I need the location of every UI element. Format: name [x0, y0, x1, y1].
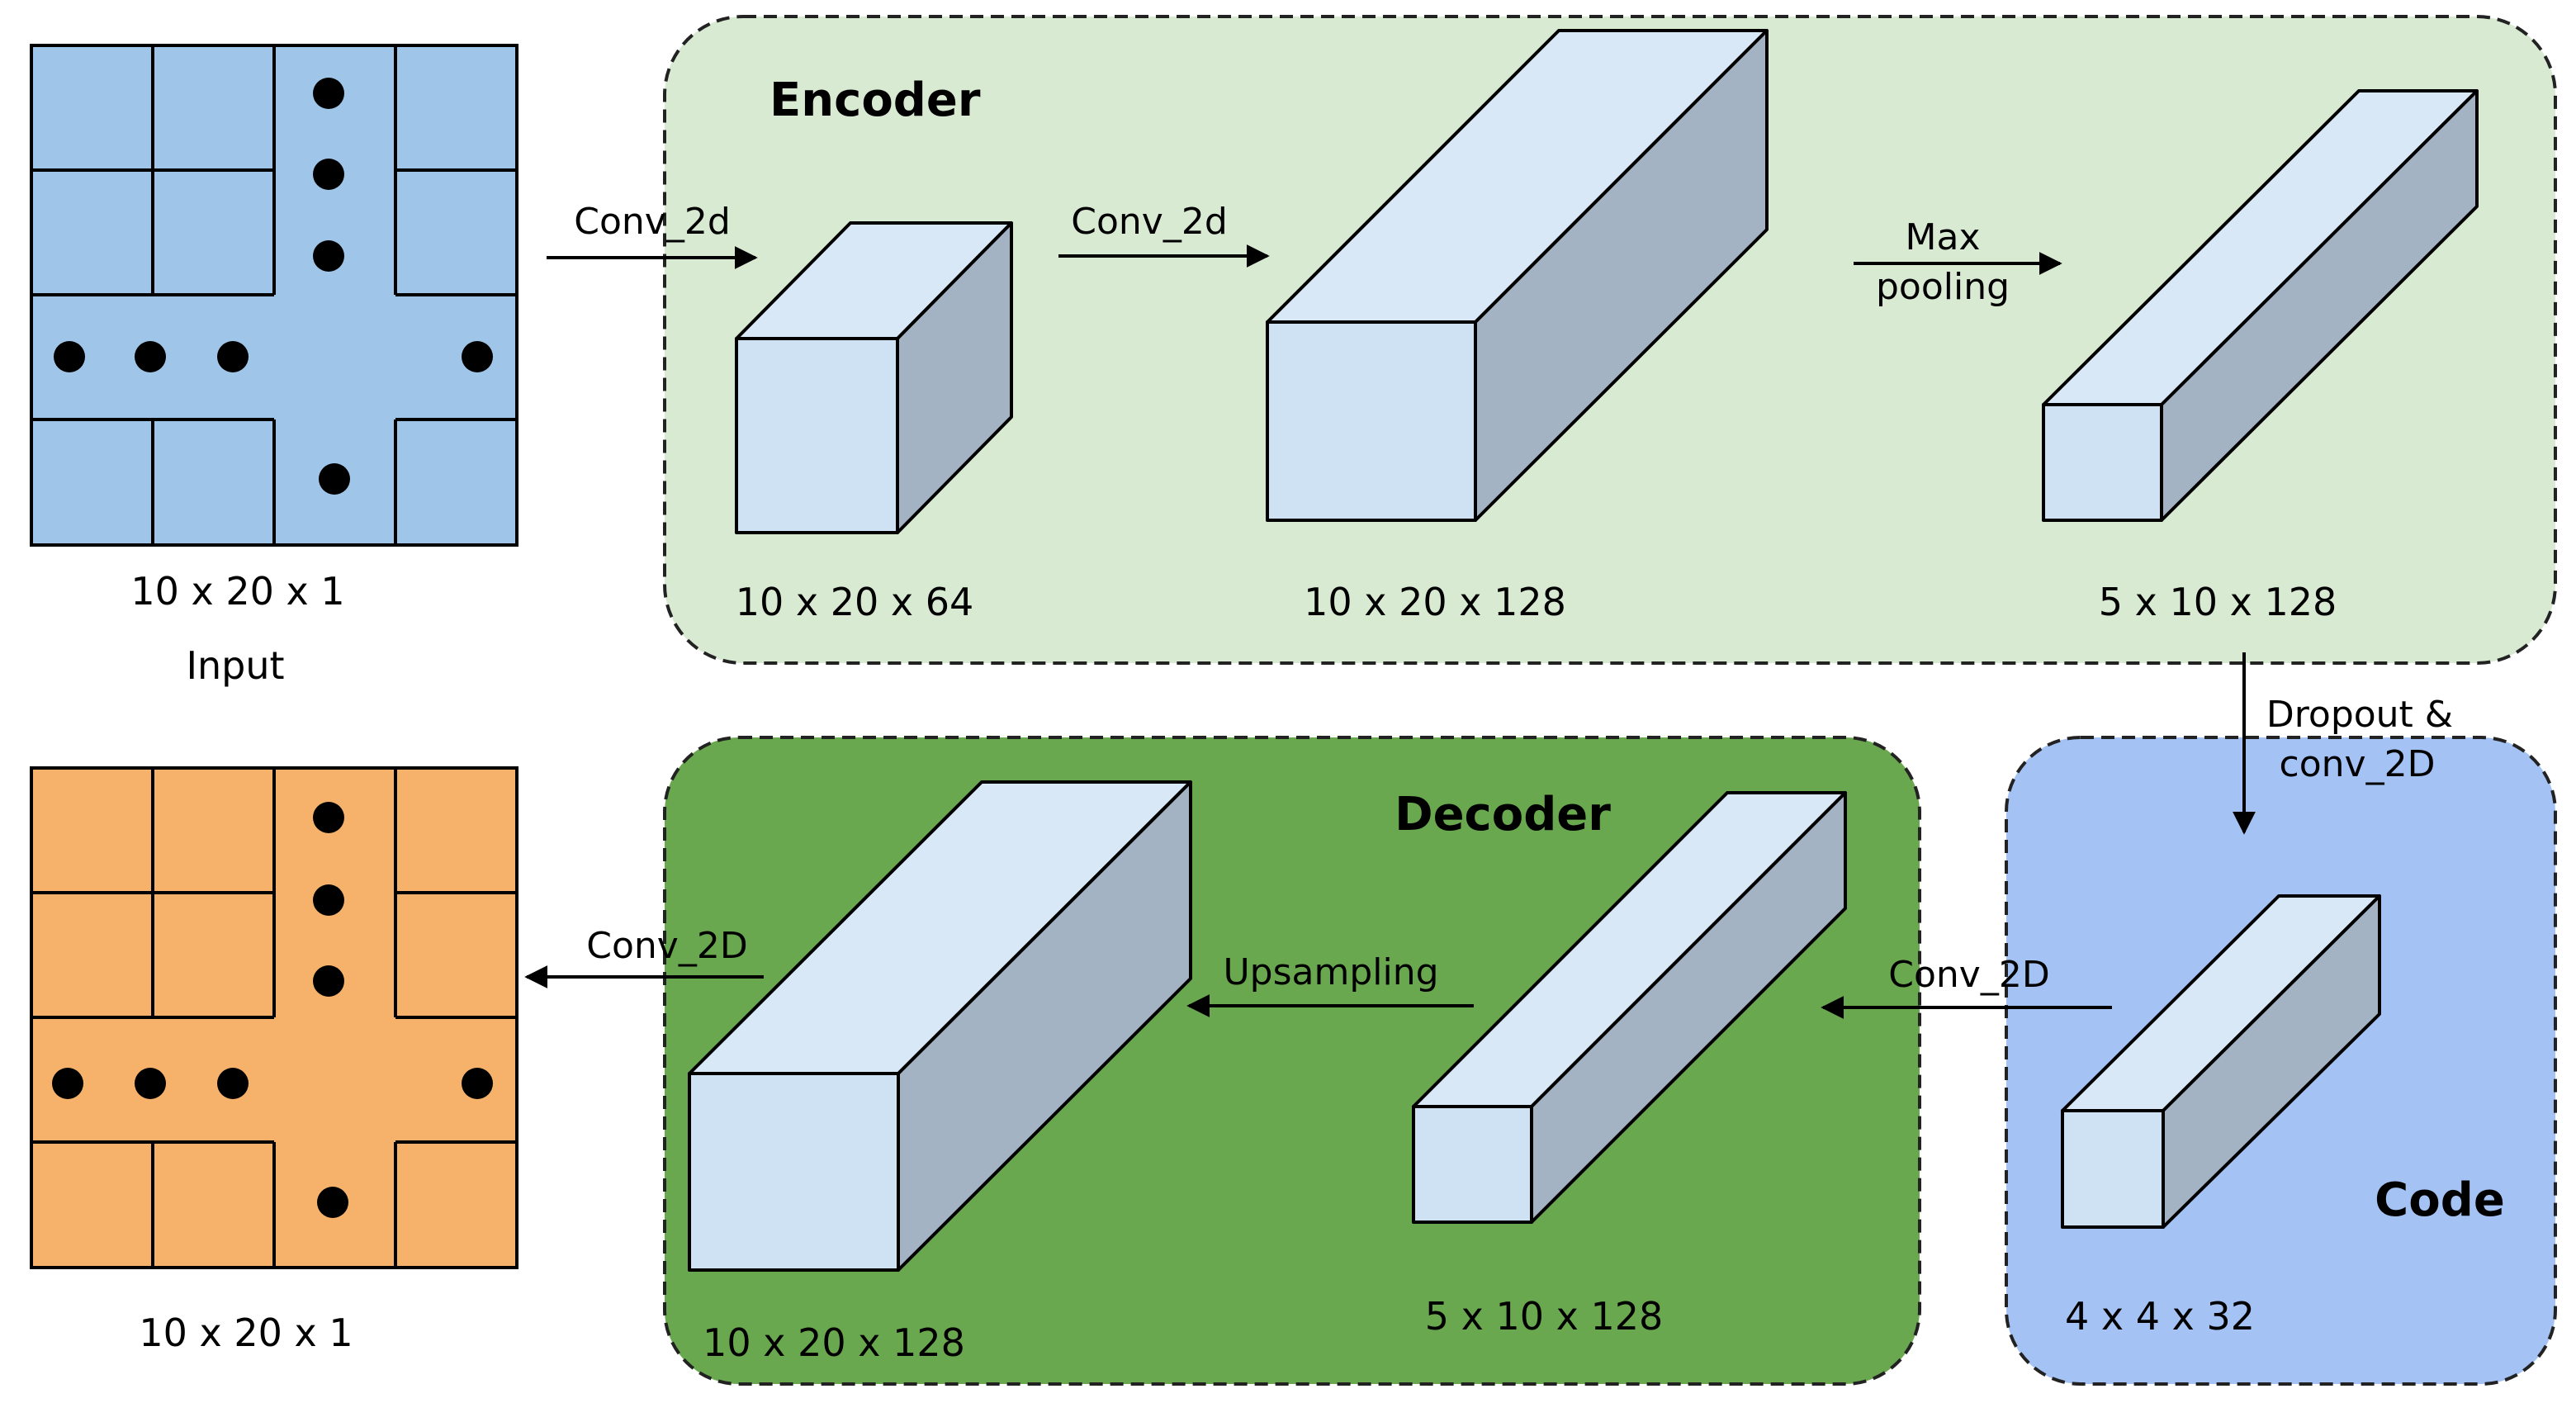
decoder-title: Decoder: [1395, 788, 1611, 841]
encoder-block-1-dims: 10 x 20 x 64: [736, 580, 974, 624]
arrow-dropout-label-2: conv_2D: [2280, 743, 2436, 785]
arrow-conv2d-4-label: Conv_2D: [586, 925, 747, 967]
output-dims-label: 10 x 20 x 1: [139, 1311, 353, 1355]
encoder-block-3: [2042, 89, 2479, 522]
encoder-block-1: [735, 221, 1013, 534]
decoder-block-1: [1412, 791, 1847, 1224]
encoder-title: Encoder: [769, 73, 981, 127]
arrow-conv2d-2-label: Conv_2d: [1071, 201, 1228, 243]
input-grid: [30, 44, 519, 547]
input-caption: Input: [186, 643, 284, 688]
arrow-upsampling-label: Upsampling: [1223, 951, 1438, 993]
code-block-dims: 4 x 4 x 32: [2065, 1294, 2255, 1339]
arrow-conv2d-3-label: Conv_2D: [1888, 954, 2049, 996]
encoder-block-3-dims: 5 x 10 x 128: [2099, 580, 2337, 624]
code-block: [2061, 894, 2381, 1229]
arrow-dropout-label-1: Dropout &: [2266, 694, 2453, 736]
decoder-block-2: [688, 780, 1192, 1272]
decoder-block-1-dims: 5 x 10 x 128: [1425, 1294, 1664, 1339]
encoder-block-2: [1266, 29, 1769, 522]
code-title: Code: [2375, 1173, 2505, 1227]
decoder-block-2-dims: 10 x 20 x 128: [703, 1320, 965, 1365]
arrow-maxpool-label-2: pooling: [1876, 266, 2010, 308]
output-grid: [30, 766, 519, 1269]
encoder-block-2-dims: 10 x 20 x 128: [1304, 580, 1566, 624]
arrow-maxpool-label-1: Max: [1906, 216, 1981, 258]
input-dims-label: 10 x 20 x 1: [130, 569, 344, 614]
arrow-conv2d-1-label: Conv_2d: [574, 201, 731, 243]
